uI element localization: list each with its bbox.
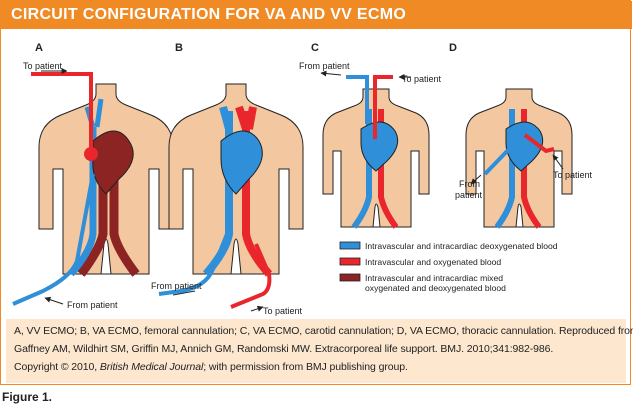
ecmo-diagram: A To patient From patient B: [12, 42, 593, 316]
legend-swatch-red: [339, 257, 361, 266]
arrow: [470, 174, 482, 185]
deoxygenated-vessel: [494, 109, 515, 229]
panel-b-to-patient-label: To patient: [263, 306, 303, 316]
figure-label: Figure 1.: [2, 390, 53, 404]
drainage-cannula: [158, 228, 231, 296]
figure-title: CIRCUIT CONFIGURATION FOR VA AND VV ECMO: [11, 6, 407, 23]
leg-gap: [515, 203, 524, 228]
heart-deoxygenated: [220, 130, 263, 195]
legend-label-mixed: Intravascular and intracardiac mixed: [365, 273, 503, 283]
panel-a-to-patient-label: To patient: [23, 61, 63, 71]
return-cannula: [523, 133, 555, 154]
title-bar: CIRCUIT CONFIGURATION FOR VA AND VV ECMO: [1, 1, 632, 29]
panel-c-letter: C: [311, 42, 319, 54]
drainage-cannula: [12, 173, 95, 306]
arrow: [250, 305, 264, 312]
panel-c-to-patient-label: To patient: [402, 74, 442, 84]
oxygenated-jet: [84, 147, 98, 161]
legend-label-mixed: oxygenated and deoxygenated blood: [365, 283, 506, 293]
caption-panel: A, VV ECMO; B, VA ECMO, femoral cannulat…: [6, 319, 633, 383]
oxygenated-vessel: [378, 109, 399, 229]
panel-d-to-patient-label: To patient: [553, 170, 593, 180]
leg-gap: [372, 203, 381, 228]
heart-deoxygenated: [360, 121, 399, 172]
drainage-cannula: [346, 75, 369, 124]
panel-a: A To patient From patient: [12, 42, 174, 310]
drainage-cannula: [483, 145, 513, 176]
arrow: [320, 70, 342, 77]
panel-d-letter: D: [449, 42, 457, 54]
panel-b-letter: B: [175, 42, 183, 54]
panel-d-from-patient-label: patient: [455, 190, 483, 200]
return-cannula: [230, 243, 272, 309]
caption-line: A, VV ECMO; B, VA ECMO, femoral cannulat…: [14, 325, 633, 337]
panel-b-from-patient-label: From patient: [151, 281, 202, 291]
figure-frame: CIRCUIT CONFIGURATION FOR VA AND VV ECMO…: [0, 0, 633, 385]
panel-c: C From patient To patient: [299, 42, 442, 229]
panel-d-from-patient-label: From: [459, 179, 480, 189]
deoxygenated-vessel: [351, 109, 372, 229]
mixed-vessel: [77, 159, 108, 277]
caption-line: Copyright © 2010, British Medical Journa…: [14, 361, 408, 373]
caption-journal: British Medical Journal: [99, 361, 204, 373]
deoxygenated-vessel: [68, 127, 97, 277]
legend: Intravascular and intracardiac deoxygena…: [339, 241, 558, 293]
arrow: [172, 290, 196, 296]
caption-copyright: Copyright © 2010,: [14, 361, 100, 373]
panel-a-from-patient-label: From patient: [67, 300, 118, 310]
panel-a-letter: A: [35, 42, 43, 54]
return-cannula: [31, 72, 93, 149]
legend-swatch-blue: [339, 241, 361, 250]
caption-permission: ; with permission from BMJ publishing gr…: [203, 361, 408, 373]
legend-label-red: Intravascular and oxygenated blood: [365, 257, 501, 267]
panel-d: D From patient To patient: [449, 42, 593, 229]
legend-swatch-mixed: [339, 273, 361, 282]
return-cannula: [373, 75, 393, 139]
leg-gap: [230, 238, 242, 275]
panel-c-from-patient-label: From patient: [299, 61, 350, 71]
arrow: [552, 154, 564, 170]
mixed-vessel: [109, 159, 140, 277]
legend-label-blue: Intravascular and intracardiac deoxygena…: [365, 241, 558, 251]
caption-line: Gaffney AM, Wildhirt SM, Griffin MJ, Ann…: [14, 343, 554, 355]
arrow: [44, 296, 64, 305]
panel-b: B From patient To patient: [151, 42, 304, 316]
oxygenated-vessel: [521, 109, 542, 229]
